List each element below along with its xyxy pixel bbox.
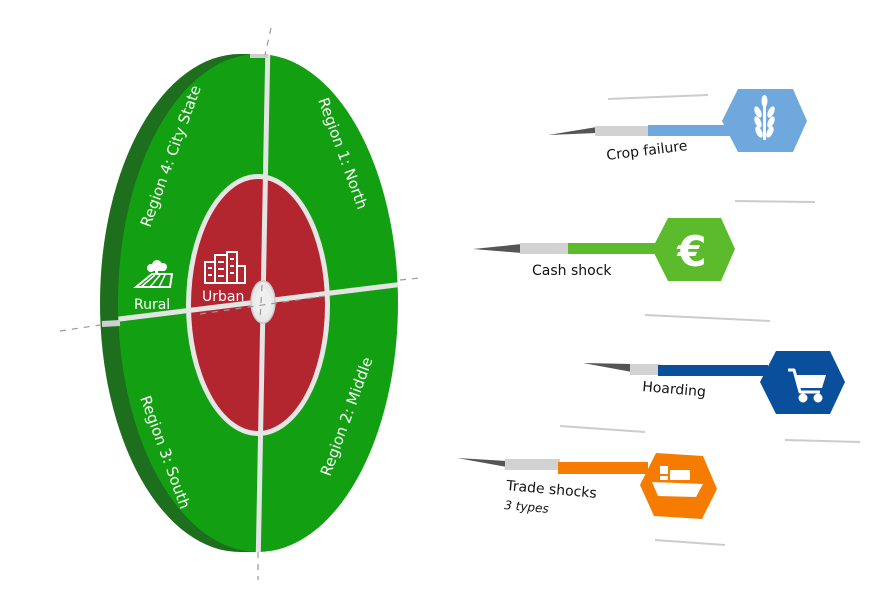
dart-crop-failure: Crop failure <box>548 89 807 164</box>
dartboard: Region 1: North Region 2: Middle Region … <box>59 27 421 580</box>
shopping-cart-icon <box>788 368 826 403</box>
dart-sublabel-trade-shocks: 3 types <box>504 498 550 516</box>
dart-label-hoarding: Hoarding <box>642 379 707 400</box>
dart-trade-shocks: Trade shocks 3 types <box>457 453 717 519</box>
dart-hoarding: Hoarding <box>583 351 845 414</box>
farm-field-icon <box>133 260 174 288</box>
euro-icon: € <box>676 227 706 276</box>
dart-cash-shock: € Cash shock <box>473 218 735 281</box>
urban-label: Urban <box>202 289 244 305</box>
dart-label-crop-failure: Crop failure <box>606 138 689 164</box>
guide-lines <box>59 27 421 580</box>
dart-label-cash-shock: Cash shock <box>532 263 612 279</box>
dart-flight-cash-shock <box>652 218 735 281</box>
cargo-ship-icon <box>652 466 703 497</box>
wheat-icon <box>754 95 775 140</box>
rural-label: Rural <box>134 297 170 313</box>
motion-streaks <box>559 94 861 546</box>
city-buildings-icon <box>204 251 246 284</box>
dart-label-trade-shocks: Trade shocks <box>505 478 598 502</box>
